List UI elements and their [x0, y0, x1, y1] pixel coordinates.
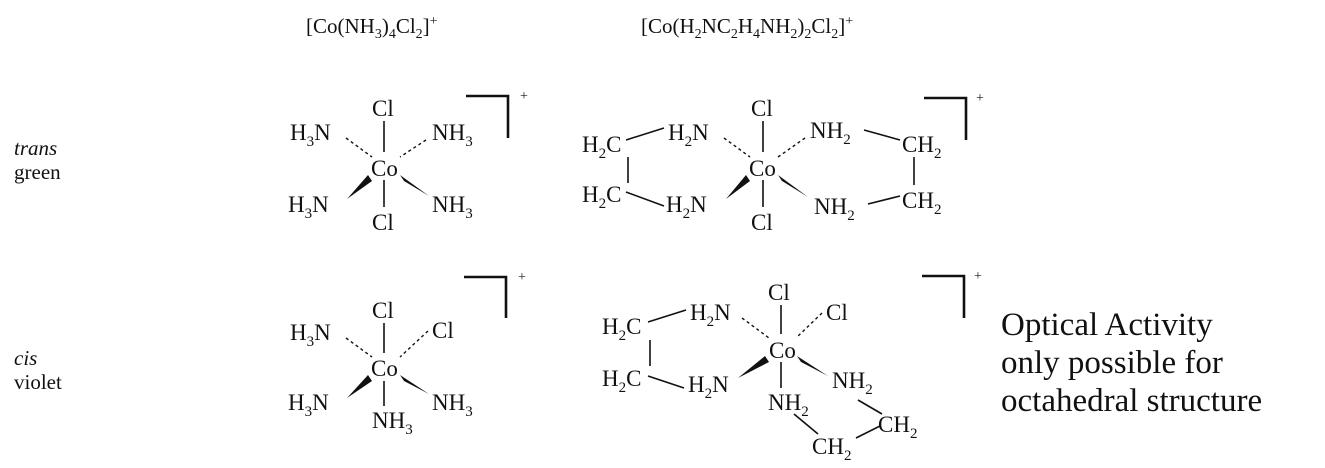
ligand-h2n-upper-left: H2N [668, 120, 709, 150]
color-violet: violet [14, 370, 62, 394]
bond-dashed-left [345, 337, 373, 358]
note-line-1: Optical Activity [1001, 307, 1213, 343]
optical-activity-note: Optical Activity only possible for octah… [1001, 306, 1262, 420]
note-line-2: only possible for [1001, 345, 1223, 381]
ch2-right: CH2 [878, 412, 917, 442]
bond-c-c-bottom [855, 425, 881, 439]
bond-dashed-left [345, 137, 373, 158]
ligand-h3n-lower-left: H3N [288, 390, 329, 420]
bond-n-c-bottom [793, 413, 819, 435]
ligand-nh2-bottom: NH2 [768, 390, 809, 420]
atom-co: Co [371, 356, 398, 381]
ch2-lower-left: H2C [602, 366, 641, 396]
bond-dashed-left [741, 317, 770, 339]
ch2-upper-right: CH2 [902, 132, 941, 162]
ligand-nh3-lower-right: NH3 [432, 192, 473, 222]
atom-cl-bottom: Cl [372, 210, 394, 235]
structure-cis-ammine: Cl Cl Co H3N H3N NH3 NH3 + [288, 270, 526, 438]
atom-cl-top: Cl [372, 298, 394, 323]
ligand-nh2-upper-right: NH2 [810, 118, 851, 148]
charge-trans-ammine: + [520, 89, 528, 104]
bond-c-n-ll [647, 375, 685, 389]
header-en-complex: [Co(H2NC2H4NH2)2Cl2]+ [641, 14, 854, 43]
bond-n-c-ur [863, 129, 901, 141]
bond-n-c-lr [867, 195, 901, 205]
atom-cl-top: Cl [751, 96, 773, 121]
wedge-lower-right [797, 356, 828, 376]
ch2-bottom: CH2 [812, 434, 851, 464]
bond-c-n-ul [625, 127, 665, 141]
structure-cis-en: Cl Cl Co H2N H2N NH2 NH2 H2C H2C CH2 CH2… [602, 269, 982, 464]
atom-cl-bottom: Cl [751, 210, 773, 235]
atom-cl-right: Cl [432, 318, 454, 343]
wedge-lower-left [347, 375, 372, 398]
charge-trans-en: + [976, 91, 984, 106]
wedge-lower-right [400, 375, 429, 394]
bracket-trans-ammine [466, 94, 510, 138]
ligand-nh2-lower-right: NH2 [814, 194, 855, 224]
ch2-upper-left: H2C [602, 314, 641, 344]
atom-cl-right: Cl [826, 300, 848, 325]
wedge-lower-right [400, 175, 429, 196]
note-line-3: octahedral structure [1001, 383, 1263, 419]
bond-dashed-right [777, 137, 806, 158]
wedge-lower-left [738, 356, 769, 378]
charge-cis-ammine: + [518, 270, 526, 285]
bond-dashed-right [795, 312, 823, 339]
header-ammine-complex: [Co(NH3)4Cl2]+ [306, 14, 438, 43]
atom-cl-top: Cl [372, 96, 394, 121]
bond-dashed-right [399, 330, 429, 358]
ligand-h2n-upper-left: H2N [690, 300, 731, 330]
ch2-lower-left: H2C [582, 182, 621, 212]
atom-co: Co [371, 156, 398, 181]
row-label-cis: cis violet [14, 346, 62, 394]
bond-n-c-right [857, 399, 883, 415]
bracket-cis-ammine [464, 275, 508, 318]
structure-trans-ammine: Cl Cl Co H3N NH3 H3N NH3 + [288, 89, 528, 235]
ligand-nh2-lower-right: NH2 [832, 368, 873, 398]
ligand-h2n-lower-left: H2N [666, 192, 707, 222]
wedge-lower-left [347, 175, 372, 199]
structure-trans-en: Cl Cl Co H2N NH2 H2N NH2 H2C H2C CH2 CH2… [582, 91, 984, 235]
bracket-trans-en [924, 96, 968, 140]
ligand-nh3-bottom: NH3 [372, 408, 413, 438]
charge-cis-en: + [974, 269, 982, 284]
isomer-cis: cis [14, 346, 38, 370]
bracket-cis-en [922, 274, 966, 318]
ligand-h2n-lower-left: H2N [688, 372, 729, 402]
ligand-nh3-upper-right: NH3 [432, 120, 473, 150]
bond-c-n-ll [625, 191, 665, 207]
isomer-trans: trans [14, 136, 58, 160]
bond-dashed-left [723, 137, 751, 158]
ligand-h3n-lower-left: H3N [288, 192, 329, 222]
ligand-h3n-upper-left: H3N [290, 120, 331, 150]
wedge-lower-left [726, 175, 750, 199]
bond-c-n-ul [647, 309, 687, 323]
ch2-upper-left: H2C [582, 132, 621, 162]
color-green: green [14, 160, 61, 184]
ligand-nh3-lower-right: NH3 [432, 390, 473, 420]
ch2-lower-right: CH2 [902, 188, 941, 218]
row-label-trans: trans green [14, 136, 61, 184]
ligand-h3n-upper-left: H3N [290, 320, 331, 350]
atom-cl-top: Cl [768, 280, 790, 305]
bond-dashed-right [399, 139, 427, 158]
atom-co: Co [749, 156, 776, 181]
atom-co: Co [769, 338, 796, 363]
wedge-lower-right [778, 175, 808, 197]
